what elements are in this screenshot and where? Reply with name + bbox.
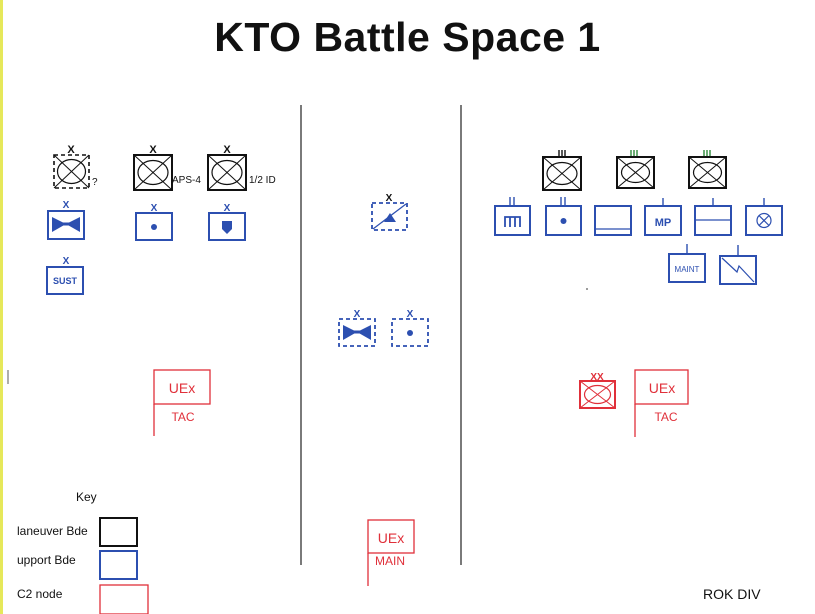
key-maneuver-label: laneuver Bde: [17, 524, 88, 538]
c2-node-uex-tac-left: UEx TAC: [153, 369, 211, 436]
unit-support-bn-bridge: [494, 197, 531, 236]
unit-support-bde-planned-point: X: [391, 309, 429, 347]
unit-support-bde-engineer: X: [47, 200, 85, 240]
legend-key: Key laneuver Bde upport Bde C2 node: [7, 370, 149, 614]
c2-node-uex-tac-right: UEx TAC: [634, 369, 689, 437]
key-title: Key: [76, 490, 97, 504]
unit-support-bn-signal: [719, 245, 757, 285]
unit-maneuver-bde-1-2-id: X 1/2 ID: [207, 144, 276, 191]
shield-icon: [222, 221, 232, 234]
dot-icon: [407, 330, 413, 336]
unit-support-bde-point: X: [135, 203, 173, 241]
echelon-brigade-mark: X: [149, 144, 157, 156]
slide-title: KTO Battle Space 1: [214, 14, 601, 60]
echelon-brigade-mark: X: [224, 203, 231, 214]
unit-support-bn-line: [594, 205, 632, 236]
mp-label: MP: [655, 217, 672, 229]
tac-label: TAC: [171, 410, 194, 424]
unit-support-bn-military-police: MP: [644, 198, 682, 236]
maint-label: MAINT: [675, 265, 700, 274]
slide-edge: [0, 0, 3, 614]
key-c2-swatch: [99, 584, 149, 614]
crossed-circle-icon: [756, 212, 772, 229]
unit-support-bn-split: [694, 198, 732, 236]
id-label: 1/2 ID: [249, 175, 276, 186]
uex-label: UEx: [169, 380, 195, 396]
unit-maneuver-bde-aps4: X APS-4: [133, 144, 201, 191]
unit-maneuver-bde-rok-1: [542, 150, 582, 191]
echelon-brigade-mark: X: [63, 256, 70, 267]
unit-support-bn-maintenance: MAINT: [668, 244, 706, 283]
echelon-brigade-mark: X: [223, 144, 231, 156]
echelon-brigade-mark: X: [151, 203, 158, 214]
triangle-icon: [384, 213, 396, 222]
bowtie-icon: [52, 217, 80, 232]
stray-dot: [586, 288, 588, 290]
sust-label: SUST: [53, 276, 78, 286]
unit-maneuver-bde-rok-3: [688, 150, 727, 189]
rok-div-label: ROK DIV: [703, 586, 761, 602]
dot-icon: [560, 218, 567, 224]
unit-support-bde-planned-engineer: X: [338, 309, 376, 347]
unit-support-bn-point: [545, 197, 582, 236]
echelon-brigade-mark: X: [67, 144, 75, 156]
key-maneuver-swatch: [99, 517, 138, 547]
unit-support-bde-planned-aviation: X: [371, 193, 408, 231]
echelon-brigade-mark: X: [63, 200, 70, 211]
key-support-label: upport Bde: [17, 553, 76, 567]
tac-label: TAC: [654, 410, 677, 424]
unit-maneuver-bde-rok-2: [616, 150, 655, 189]
uex-label: UEx: [649, 380, 675, 396]
aps-label: APS-4: [172, 175, 201, 186]
main-label: MAIN: [375, 554, 405, 568]
unit-maneuver-bde-planned: X ?: [53, 144, 98, 189]
key-c2-label: C2 node: [17, 587, 63, 601]
echelon-division-mark: XX: [590, 372, 604, 383]
echelon-brigade-mark: X: [386, 193, 393, 204]
unit-rok-division: XX: [579, 372, 616, 409]
unknown-unit-label: ?: [92, 177, 98, 188]
key-support-swatch: [99, 550, 138, 580]
unit-support-bde-shield: X: [208, 203, 246, 241]
bridge-icon: [504, 216, 521, 227]
echelon-brigade-mark: X: [407, 309, 414, 320]
c2-node-uex-main: UEx MAIN: [367, 519, 415, 586]
signal-icon: [721, 257, 755, 283]
dot-icon: [151, 224, 157, 230]
unit-sustainment-bde: X SUST: [46, 256, 84, 295]
bowtie-icon: [343, 325, 371, 340]
unit-support-bn-crossed-circle: [745, 198, 783, 236]
echelon-brigade-mark: X: [354, 309, 361, 320]
uex-label: UEx: [378, 530, 404, 546]
